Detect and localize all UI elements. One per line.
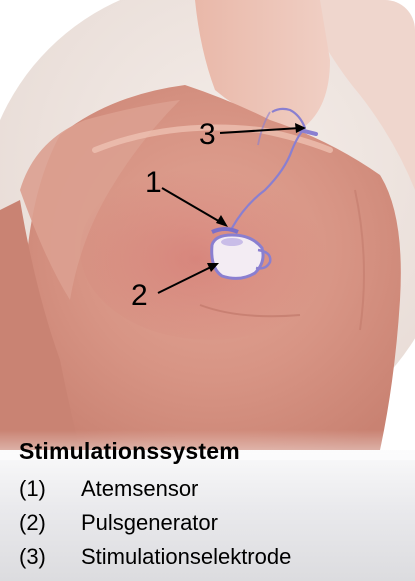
legend-item-1: (1)Atemsensor xyxy=(19,476,198,502)
legend-number: (2) xyxy=(19,510,81,536)
legend-item-2: (2)Pulsgenerator xyxy=(19,510,218,536)
legend-label: Stimulationselektrode xyxy=(81,544,291,570)
pectoral-muscle xyxy=(80,160,340,340)
legend-number: (3) xyxy=(19,544,81,570)
legend-label: Atemsensor xyxy=(81,476,198,502)
callout-2: 2 xyxy=(131,279,148,312)
chest-illustration-svg: 3 1 2 xyxy=(0,0,415,450)
legend-item-3: (3)Stimulationselektrode xyxy=(19,544,291,570)
callout-3: 3 xyxy=(199,118,216,151)
anatomy-illustration: 3 1 2 xyxy=(0,0,415,450)
legend-number: (1) xyxy=(19,476,81,502)
generator-header xyxy=(221,238,243,246)
legend-label: Pulsgenerator xyxy=(81,510,218,536)
caption-block: Stimulationssystem (1)Atemsensor (2)Puls… xyxy=(0,436,415,581)
callout-1: 1 xyxy=(145,166,162,199)
caption-title: Stimulationssystem xyxy=(19,438,240,465)
